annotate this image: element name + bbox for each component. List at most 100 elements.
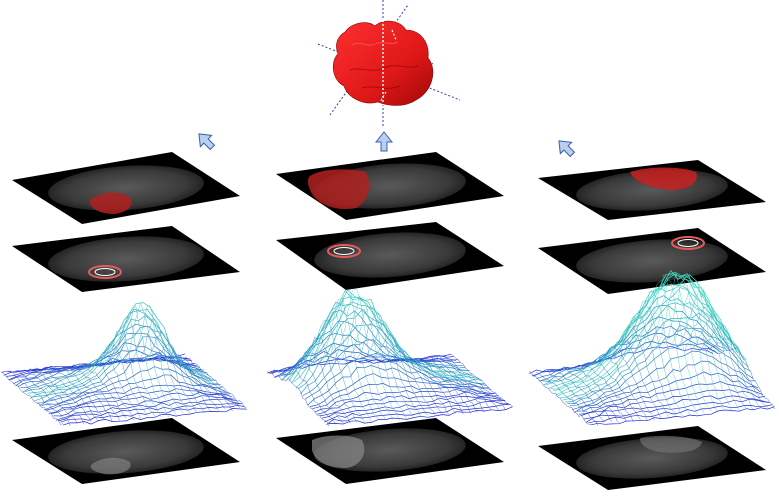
surface-row — [312, 383, 497, 410]
surface-row — [60, 404, 245, 423]
column-center — [267, 152, 513, 484]
surface-row — [583, 395, 768, 420]
surface-row — [293, 296, 478, 383]
surface-row — [46, 384, 231, 411]
surface-col — [50, 366, 113, 422]
surface-row — [328, 406, 513, 425]
surface-col — [557, 368, 620, 423]
surface-row — [574, 360, 759, 413]
surface-col — [281, 359, 344, 424]
surface-col — [649, 271, 712, 412]
surface-col — [536, 372, 599, 426]
arrow-up-left-3 — [558, 140, 576, 158]
surface-row — [588, 404, 773, 424]
surface-col — [635, 280, 698, 414]
surface-col — [550, 368, 613, 423]
surface-col — [408, 357, 471, 414]
surface-col — [15, 369, 78, 424]
surface-col — [529, 370, 591, 425]
column-right — [529, 160, 775, 490]
surface-col — [443, 354, 506, 411]
surface-col — [8, 370, 71, 426]
segmentation-slice — [276, 152, 504, 220]
surface-row — [533, 332, 718, 377]
surface-row — [269, 355, 454, 374]
surface-col — [170, 356, 233, 412]
surface-row — [326, 404, 511, 425]
surface-row — [34, 325, 219, 402]
surface-col — [628, 290, 691, 416]
surface-row — [543, 295, 728, 386]
surface-col — [337, 295, 400, 421]
surface-row — [567, 324, 752, 404]
surface-col — [450, 353, 513, 408]
surface-col — [274, 369, 337, 425]
surface-row — [590, 406, 775, 426]
surface-col — [22, 369, 85, 425]
mri-slice — [538, 426, 766, 490]
surface-col — [316, 297, 379, 420]
surface-col — [684, 304, 747, 409]
surface-col — [373, 344, 436, 415]
segmentation-slice — [12, 152, 240, 224]
surface-row — [571, 350, 756, 411]
surface-col — [295, 333, 358, 423]
surface-col — [712, 347, 775, 410]
surface-col — [380, 351, 443, 414]
surface-col — [323, 293, 386, 420]
tumor-mesh — [332, 20, 434, 106]
arrow-up-center — [374, 131, 394, 152]
intensity-surface — [1, 302, 247, 426]
surface-col — [302, 319, 365, 423]
intensity-surface — [267, 288, 513, 427]
surface-row — [281, 320, 466, 381]
surface-col — [422, 357, 485, 413]
surface-col — [330, 288, 393, 420]
surface-col — [642, 273, 705, 414]
surface-row — [562, 301, 747, 401]
mri-slice — [12, 418, 240, 484]
surface-row — [586, 398, 770, 423]
surface-col — [36, 367, 99, 422]
surface-row — [288, 289, 473, 382]
surface-col — [43, 367, 106, 421]
surface-row — [309, 373, 494, 407]
surface-row — [48, 388, 233, 414]
surface-row — [62, 408, 247, 426]
segmentation-slice — [538, 160, 766, 220]
surface-col — [543, 369, 606, 423]
surface-col — [429, 355, 492, 410]
surface-row — [295, 301, 480, 389]
arrow-up-left-1 — [198, 133, 216, 151]
surface-row — [545, 284, 730, 386]
mri-slice — [276, 418, 504, 484]
surface-col — [93, 330, 156, 417]
surface-row — [314, 388, 499, 413]
surface-col — [107, 305, 170, 418]
surface-col — [1, 371, 64, 425]
surface-row — [564, 312, 749, 403]
surface-col — [135, 330, 198, 412]
surface-row — [579, 381, 763, 415]
surface-col — [29, 367, 92, 423]
surface-col — [592, 347, 655, 421]
surface-col — [705, 337, 768, 408]
surface-row — [53, 395, 238, 417]
seed-point-slice — [538, 228, 766, 294]
column-left — [1, 152, 247, 484]
surface-col — [607, 324, 669, 417]
tumor-3d-render — [317, 0, 461, 128]
surface-col — [128, 318, 191, 414]
surface-row — [550, 270, 735, 390]
surface-col — [698, 324, 761, 408]
surface-row — [58, 403, 242, 422]
surface-col — [387, 356, 450, 415]
surface-col — [436, 355, 499, 411]
surface-col — [121, 305, 184, 413]
surface-col — [677, 289, 740, 412]
surface-col — [71, 363, 134, 421]
surface-row — [25, 310, 209, 392]
surface-row — [307, 365, 492, 406]
surface-row — [324, 400, 508, 423]
